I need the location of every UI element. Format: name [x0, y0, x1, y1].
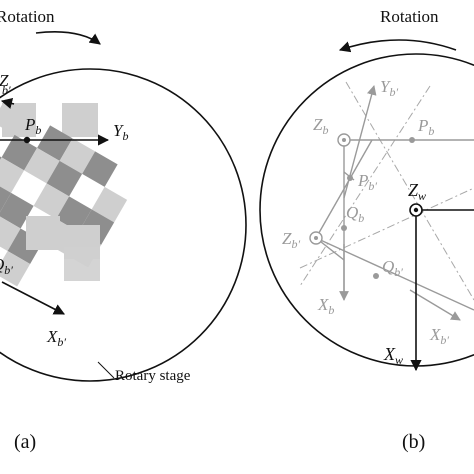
rotary-stage-leader: [97, 361, 115, 379]
rotation-label-a: Rotation: [0, 7, 55, 26]
label-yb-a: Yb: [113, 121, 128, 143]
label-xw: Xw: [383, 344, 403, 367]
point-pb-b: [409, 137, 415, 143]
label-zb-prime-b: Zb′: [282, 229, 300, 251]
zb-prime-axis-arrow: [0, 98, 15, 109]
checkerboard-pattern: [0, 99, 128, 287]
label-pb-b: Pb: [417, 116, 434, 138]
rotation-arrow-b: [338, 39, 457, 53]
label-qb-b: Qb: [346, 203, 364, 225]
point-pb-prime-b: [347, 175, 353, 181]
label-zb-prime-a: Z: [0, 71, 9, 90]
label-qb-prime-a: Qb′: [0, 255, 13, 277]
label-zb-prime-sub-a: b′: [2, 83, 11, 97]
rotary-stage-circle-a: [0, 68, 247, 382]
rotation-arrow-a: [35, 31, 101, 45]
label-pb-a: Pb: [24, 115, 41, 137]
label-xb-prime-b: Xb′: [429, 325, 449, 347]
point-qb-b: [341, 225, 347, 231]
zw-axis-symbol-dot: [413, 207, 419, 213]
rotation-label-b: Rotation: [380, 7, 439, 26]
rotary-stage-label: Rotary stage: [115, 368, 191, 384]
xb-prime-axis-arrow-b: [409, 289, 461, 321]
point-qb-prime-b: [373, 273, 379, 279]
panel-a: Rotation: [0, 7, 247, 453]
label-yb-prime-b: Yb′: [380, 77, 398, 99]
xb-prime-axis-arrow: [1, 281, 65, 315]
label-xb-b: Xb: [317, 295, 334, 317]
zb-axis-symbol-dot: [342, 138, 346, 142]
zb-prime-axis-symbol-dot: [314, 236, 318, 240]
label-xb-prime-a: Xb′: [46, 327, 66, 349]
panel-b: Rotation: [259, 7, 474, 453]
label-zb-b: Zb: [313, 115, 328, 137]
label-zw: Zw: [408, 180, 426, 203]
label-qb-prime-b: Qb′: [382, 257, 403, 279]
caption-b: (b): [402, 431, 425, 453]
caption-a: (a): [14, 431, 36, 453]
point-pb: [23, 136, 31, 144]
label-pb-prime-b: Pb′: [357, 171, 377, 193]
construction-lines: [299, 81, 474, 301]
